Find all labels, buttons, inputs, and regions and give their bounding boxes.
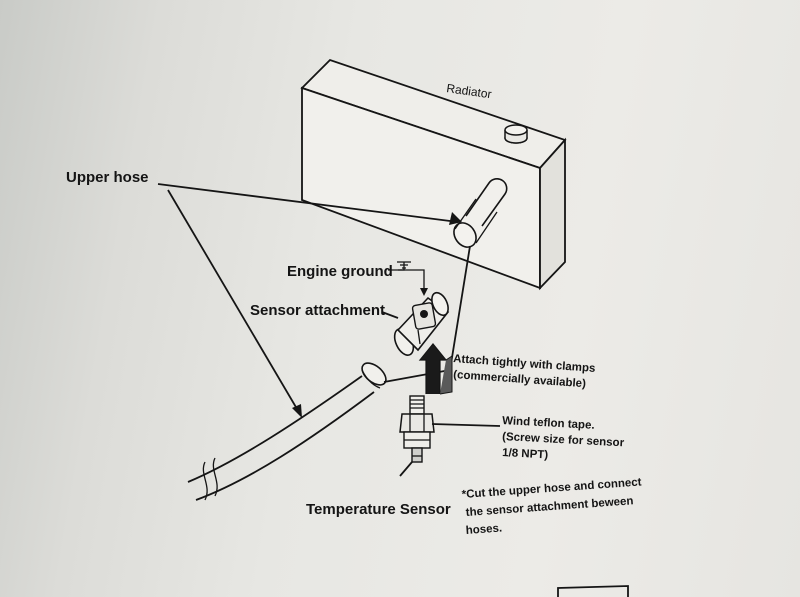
wind-teflon-line-3: 1/8 NPT) [502, 447, 549, 461]
note-line-3: hoses. [465, 522, 502, 537]
upper-hose [187, 362, 387, 501]
temperature-sensor [399, 395, 435, 463]
upper-hose-leaders [157, 183, 462, 418]
radiator-box [300, 58, 567, 291]
radiator-label: Radiator [446, 81, 493, 101]
radiator-cap [504, 124, 528, 144]
wind-teflon-line-1: Wind teflon tape. [502, 415, 595, 432]
radiator-inlet-pipe [453, 178, 508, 248]
ground-symbol-icon [388, 261, 428, 296]
wind-teflon-leader [431, 423, 501, 427]
engine-ground-label: Engine ground [287, 263, 393, 280]
temperature-sensor-leader [399, 461, 413, 477]
sensor-attachment-fitting [393, 291, 450, 356]
page-corner-box [557, 585, 629, 597]
wind-teflon-line-2: (Screw size for sensor [502, 431, 625, 449]
temperature-sensor-label: Temperature Sensor [306, 501, 451, 518]
upward-arrow-icon [418, 343, 453, 395]
upper-hose-label: Upper hose [66, 169, 149, 186]
hose-break-icon [202, 457, 218, 501]
sensor-attachment-leader [381, 311, 399, 319]
sensor-attachment-label: Sensor attachment [250, 302, 385, 319]
